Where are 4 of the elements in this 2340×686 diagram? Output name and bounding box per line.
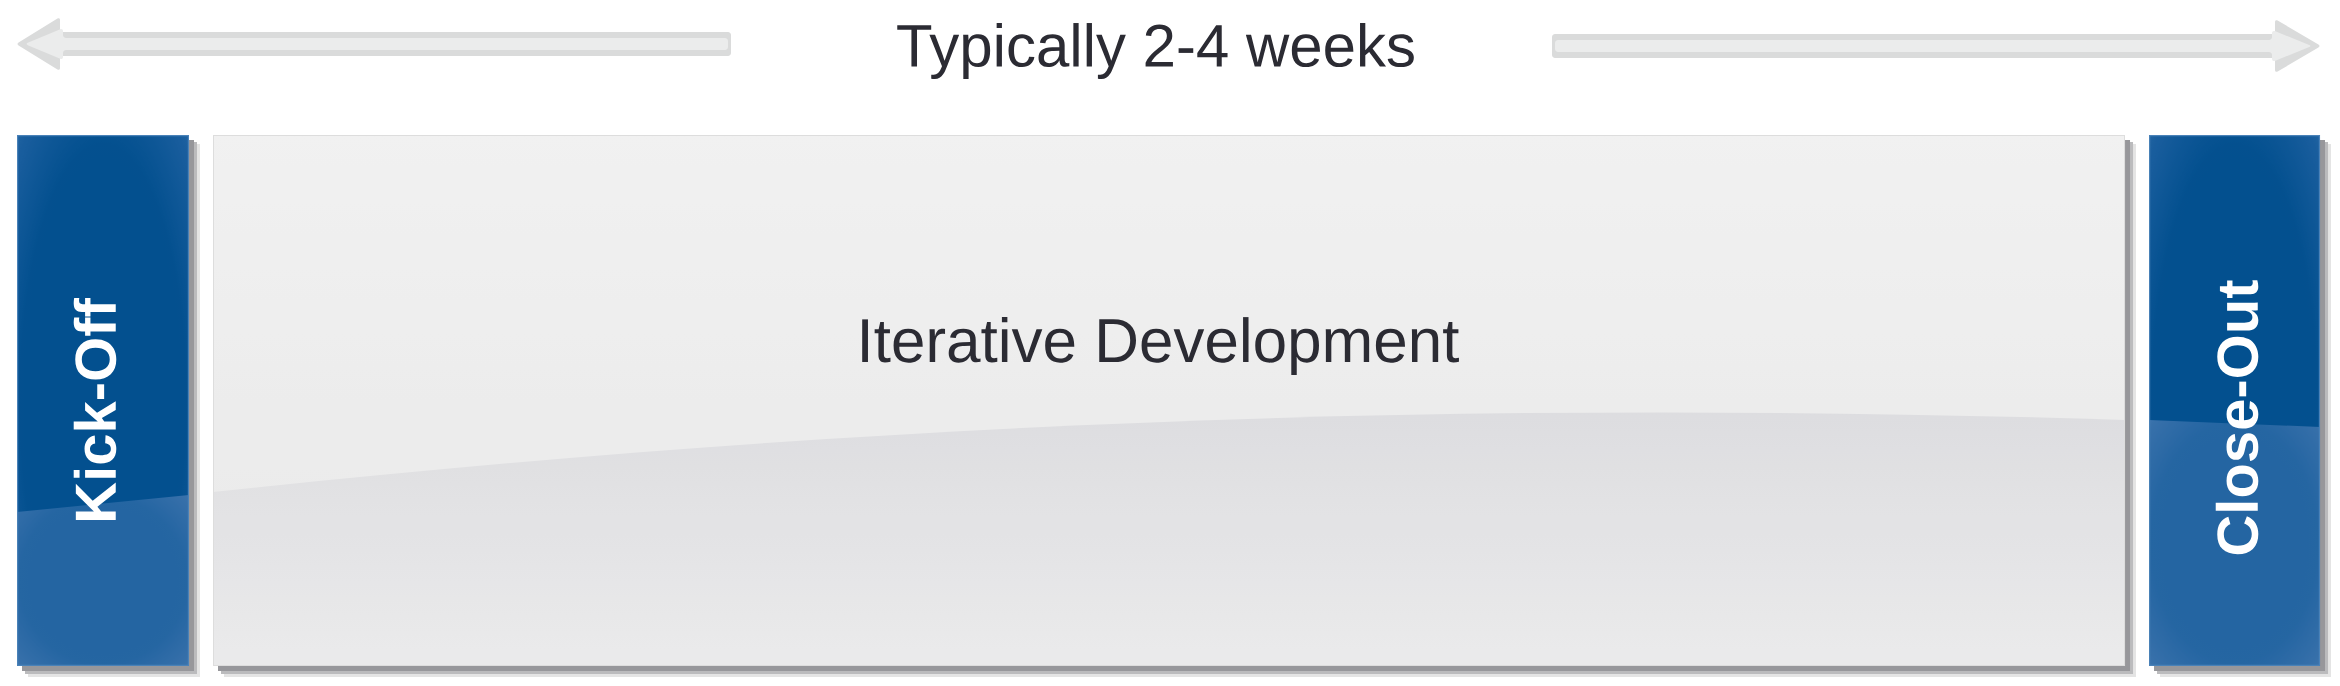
duration-label: Typically 2-4 weeks: [897, 23, 1414, 79]
phase-box: Kick-Off: [17, 135, 200, 677]
phase-box: Iterative Development: [213, 135, 2136, 677]
phase-box: Close-Out: [2149, 135, 2331, 677]
